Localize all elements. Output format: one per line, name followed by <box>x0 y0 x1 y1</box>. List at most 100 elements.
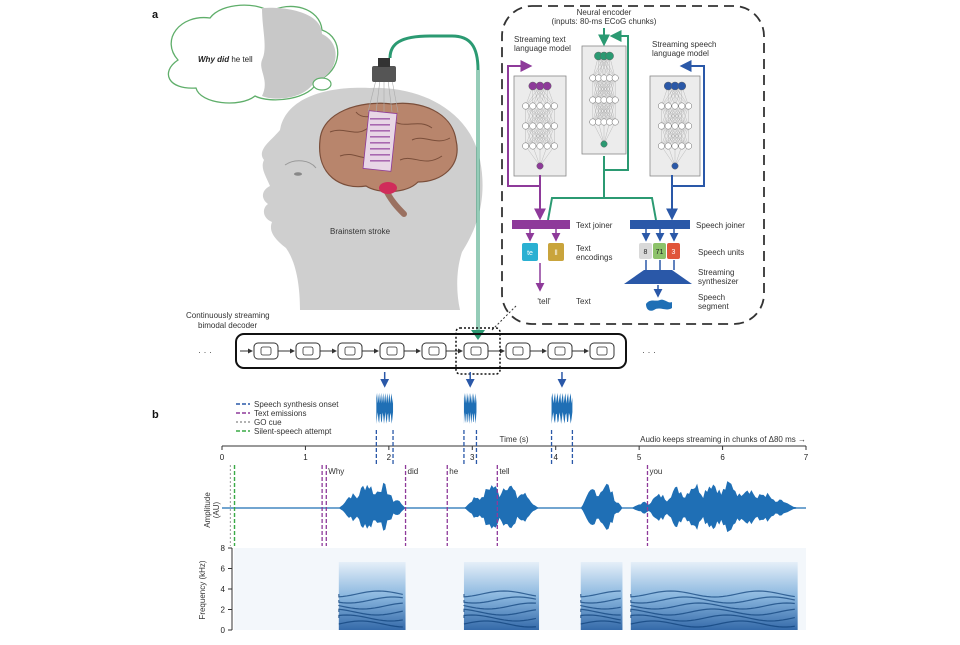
decoder-cell <box>505 342 547 360</box>
time-tick-label: 4 <box>553 453 558 462</box>
speech-lm-network-edge <box>661 85 682 107</box>
decoder-cell-inner <box>428 346 440 356</box>
spectrogram-harmonic <box>630 590 795 598</box>
encoder-network-edge <box>598 77 616 101</box>
speech-lm-network-edge <box>661 105 676 127</box>
spectrogram-harmonic <box>463 590 537 598</box>
speech-units-label: Speech units <box>698 248 744 257</box>
text-lm-network-node <box>543 122 551 130</box>
encoder-network-node <box>605 51 614 61</box>
speech-lm-network-node <box>671 122 679 130</box>
legend-label: Silent-speech attempt <box>254 427 332 436</box>
encoder-network-edge <box>609 77 616 101</box>
time-tick-label: 6 <box>720 453 725 462</box>
speech-unit-3-label: 3 <box>672 249 676 256</box>
waveform-burst <box>630 481 798 533</box>
speech-lm-loop <box>671 60 705 187</box>
speech-lm-network-edge <box>668 145 676 167</box>
signal-cable <box>388 34 480 332</box>
decoder-label-2: bimodal decoder <box>198 321 257 330</box>
encoder-network-edge <box>592 77 610 101</box>
encoder-network-edge <box>609 99 616 123</box>
time-tick-label: 1 <box>303 453 308 462</box>
freq-tick-label: 0 <box>221 626 226 635</box>
time-tick-label: 0 <box>220 453 225 462</box>
text-token-2 <box>548 243 564 261</box>
decoder-cell-inner <box>512 346 524 356</box>
encoder-network-edge <box>592 99 605 123</box>
text-lm-network-node <box>536 102 544 110</box>
encoder-network-edge <box>603 121 610 145</box>
amp-label-1: Amplitude <box>203 492 212 528</box>
word-label: you <box>649 467 662 476</box>
spectrogram-harmonic <box>630 614 795 622</box>
spectrogram-harmonic <box>338 608 403 616</box>
encoder-loop <box>603 30 629 171</box>
freq-tick-label: 4 <box>221 585 226 594</box>
encoder-network-edge <box>598 121 605 145</box>
encoder-network-edge <box>592 55 610 79</box>
decoder-cell-inner <box>470 346 482 356</box>
waveform-burst <box>463 485 540 529</box>
speech-segment-label-2: segment <box>698 302 729 311</box>
encoder-network-node <box>611 118 619 126</box>
text-token-1 <box>522 243 538 261</box>
speech-lm-network-node <box>671 142 679 150</box>
encoder-network-edge <box>592 77 599 101</box>
speech-lm-network-edge <box>674 105 689 127</box>
ellipsis-right: · · · <box>642 347 656 357</box>
decoder-cell <box>337 342 379 360</box>
speech-lm-network-edge <box>661 105 689 127</box>
speech-lm-network-node <box>678 102 686 110</box>
decoder-cell <box>253 342 295 360</box>
decoder-detail-box <box>501 5 765 325</box>
output-text: 'tell' <box>537 297 551 306</box>
spectrogram-harmonic <box>338 590 403 598</box>
speech-unit-1 <box>639 243 652 259</box>
text-lm-network-edge <box>525 105 555 127</box>
spectrogram-harmonic <box>463 620 536 628</box>
encoder-network-edge <box>592 99 610 123</box>
text-lm-network-edge <box>525 145 541 167</box>
waveform-burst <box>580 483 623 530</box>
spectrogram-harmonic <box>630 602 795 610</box>
decoder-label-1: Continuously streaming <box>186 311 270 320</box>
encoder-network-edge <box>603 77 616 101</box>
encoder-network-node <box>611 96 619 104</box>
speech-lm-network-node <box>685 102 693 110</box>
spectrogram-harmonic <box>463 608 537 616</box>
speech-lm-network-node <box>664 142 672 150</box>
ellipsis-left: · · · <box>198 347 212 357</box>
speech-lm-network-edge <box>668 125 689 147</box>
encoder-network-edge <box>592 77 616 101</box>
text-lm-network-node <box>542 81 552 91</box>
encoder-network-edge <box>603 99 616 123</box>
speech-lm-network-edge <box>661 125 682 147</box>
decoder-cell <box>547 342 589 360</box>
spectrogram-harmonic <box>630 620 795 628</box>
spectrogram-harmonic <box>580 604 621 610</box>
spectrogram <box>234 548 806 630</box>
text-lm-network-edge <box>547 105 555 127</box>
text-encodings-label-2: encodings <box>576 253 612 262</box>
text-lm-network-node <box>550 122 558 130</box>
word-label: Why <box>328 467 344 476</box>
decoder-to-audio-arrows <box>380 372 567 388</box>
text-joiner-bar <box>512 220 570 229</box>
decoder-cell-inner <box>596 346 608 356</box>
speech-unit-2 <box>653 243 666 259</box>
encoder-network-node <box>600 140 608 148</box>
freq-label: Frequency (kHz) <box>198 560 207 619</box>
spectrogram-harmonic <box>580 590 621 598</box>
encoder-network-edge <box>592 77 605 101</box>
synth-label-2: synthesizer <box>698 277 739 286</box>
neural-networks <box>513 45 701 177</box>
legend-label: Speech synthesis onset <box>254 400 339 409</box>
time-tick-label: 2 <box>387 453 392 462</box>
decoder-cell <box>463 342 505 360</box>
speech-lm-network-node <box>657 102 665 110</box>
synth-chunk <box>376 392 394 424</box>
